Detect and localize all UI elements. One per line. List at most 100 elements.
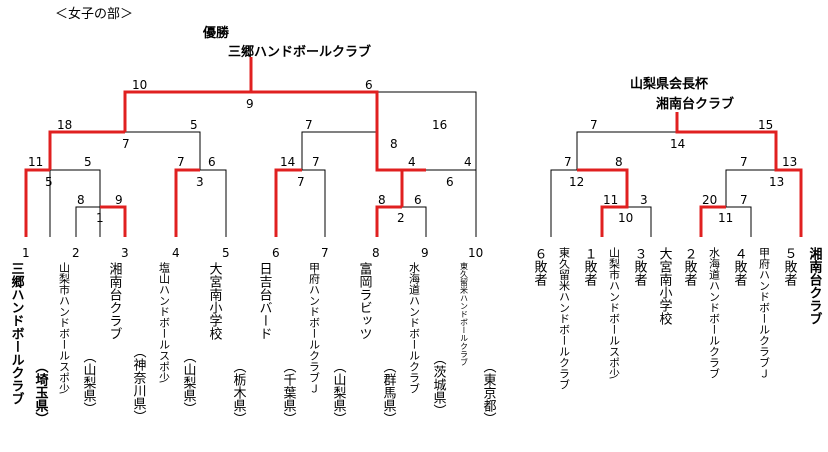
team-pref: （群馬県） (381, 360, 397, 425)
main-qf3-winner-line (274, 168, 302, 237)
main-team-names: 三郷ハンドボールクラブ （埼玉県） 山梨市ハンドボールスポ少 （山梨県） 湘南台… (9, 261, 497, 425)
team-pref: （山梨県） (331, 360, 347, 425)
team-name: 塩山ハンドボールスポ少 (158, 261, 171, 383)
score: 6 (446, 175, 454, 189)
cup-r1b-winner-line (699, 205, 726, 237)
cup-entry-rank: ２敗者 (682, 247, 698, 287)
team-name: 水海道ハンドボールクラブ (408, 262, 421, 394)
team-name: 湘南台クラブ (107, 262, 123, 340)
score: 11 (603, 193, 618, 207)
score: 14 (280, 155, 295, 169)
team-pref: （埼玉県） (33, 360, 50, 425)
score: 5 (84, 155, 92, 169)
main-r1a-winner-line (100, 205, 127, 237)
cup-entry-name: 山梨市ハンドボールスポ少 (608, 247, 621, 379)
score: 13 (782, 155, 797, 169)
team-name: 富岡ラビッツ (357, 261, 372, 340)
score: 9 (246, 97, 254, 111)
cup-r1a-right-line (627, 206, 652, 237)
score: 2 (397, 211, 405, 225)
score: 7 (590, 118, 598, 132)
score: 11 (718, 211, 733, 225)
main-r1b-right-line (402, 206, 427, 237)
score: 18 (57, 118, 72, 132)
main-r1b-winner-line (375, 205, 402, 237)
main-semi-left-winner-line (48, 130, 125, 170)
entry-number: 6 (272, 246, 280, 260)
cup-scores: 7 15 14 7 8 12 7 13 13 11 3 10 20 7 11 (564, 118, 797, 225)
score: 7 (305, 118, 313, 132)
score: 8 (378, 193, 386, 207)
entry-number: 1 (22, 246, 30, 260)
cup-entry-rank: ３敗者 (632, 247, 648, 287)
entry-number: 9 (421, 246, 429, 260)
main-semi-right-winner-line (375, 132, 426, 172)
score: 7 (740, 155, 748, 169)
champion-label: 優勝 (202, 25, 230, 41)
score: 15 (758, 118, 773, 132)
score: 16 (432, 118, 447, 132)
cup-bracket-win-lines (577, 112, 803, 237)
score: 14 (670, 137, 685, 151)
team-pref: （神奈川県） (131, 345, 147, 423)
team-name: 大宮南小学校 (207, 262, 223, 340)
cup-winner-line (675, 112, 803, 237)
cup-entry-name: 湘南台クラブ (807, 246, 823, 325)
team-name: 日吉台バード (257, 262, 273, 340)
entry-number: 5 (222, 246, 230, 260)
main-qf4-winner-line (400, 168, 426, 207)
cup-entry-name: 水海道ハンドボールクラブ (708, 247, 721, 379)
entry-number: 3 (121, 246, 129, 260)
entry-number: 8 (372, 246, 380, 260)
team-name: 東久留米ハンドボールクラブ (460, 261, 469, 366)
team-name: 三郷ハンドボールクラブ (9, 262, 25, 405)
cup-entry-name: 東久留米ハンドボールクラブ (558, 247, 571, 390)
cup-left-advance-line (577, 168, 629, 237)
cup-entry-name: 大宮南小学校 (657, 247, 673, 325)
main-qf2-winner-line (174, 168, 200, 237)
main-final-right-line (377, 91, 477, 237)
main-qf1-winner-line (24, 168, 50, 237)
score: 7 (740, 193, 748, 207)
cup-entry-rank: ４敗者 (732, 247, 748, 287)
entry-number: 2 (72, 246, 80, 260)
main-semi-right-left-line (301, 131, 377, 237)
score: 7 (177, 155, 185, 169)
score: 1 (96, 211, 104, 225)
score: 7 (312, 155, 320, 169)
score: 3 (640, 193, 648, 207)
entry-number: 10 (468, 246, 483, 260)
section-title: ＜女子の部＞ (55, 6, 133, 22)
score: 7 (564, 155, 572, 169)
score: 6 (414, 193, 422, 207)
main-final-winner-line (123, 57, 253, 132)
score: 11 (28, 155, 43, 169)
score: 9 (115, 193, 123, 207)
team-pref: （山梨県） (81, 350, 97, 415)
team-pref: （栃木県） (231, 360, 247, 425)
score: 7 (297, 175, 305, 189)
main-final-runner-line (251, 90, 379, 132)
main-scores: 10 6 9 18 5 7 7 16 8 11 5 5 7 6 3 14 7 4… (28, 78, 472, 225)
team-pref: （東京都） (481, 360, 497, 425)
score: 7 (122, 137, 130, 151)
team-pref: （山梨県） (181, 350, 197, 415)
cup-entry-name: 甲府ハンドボールクラブＪ (758, 247, 771, 379)
cup-entry-rank: ５敗者 (782, 247, 798, 287)
score: 8 (77, 193, 85, 207)
team-pref: （茨城県） (431, 352, 447, 417)
cup-entry-rank: ６敗者 (532, 247, 548, 287)
entry-number: 7 (321, 246, 329, 260)
score: 4 (408, 155, 416, 169)
cup-winner: 湘南台クラブ (656, 96, 734, 112)
score: 13 (769, 175, 784, 189)
score: 12 (569, 175, 584, 189)
score: 10 (132, 78, 147, 92)
score: 20 (702, 193, 717, 207)
cup-entries: ６敗者 東久留米ハンドボールクラブ １敗者 山梨市ハンドボールスポ少 ３敗者 大… (532, 246, 823, 390)
team-name: 山梨市ハンドボールスポ少 (58, 262, 71, 394)
score: 8 (615, 155, 623, 169)
team-name: 甲府ハンドボールクラブＪ (308, 262, 321, 394)
champion-name: 三郷ハンドボールクラブ (228, 44, 371, 60)
